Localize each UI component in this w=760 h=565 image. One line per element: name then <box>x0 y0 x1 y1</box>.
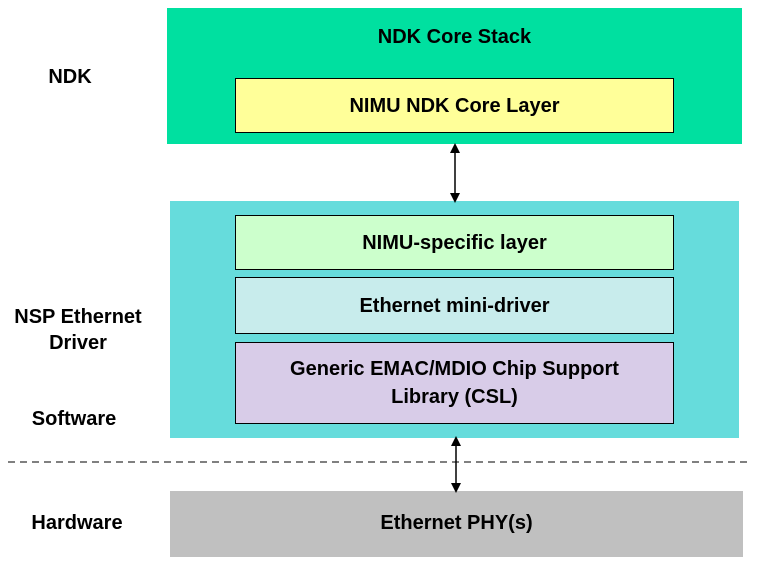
software-label: Software <box>31 408 117 430</box>
generic-emac-mdio-csl-box: Generic EMAC/MDIO Chip Support Library (… <box>235 342 674 424</box>
ethernet-phy-label: Ethernet PHY(s) <box>380 512 533 534</box>
ndk-core-stack-title: NDK Core Stack <box>377 26 532 48</box>
nimu-ndk-core-layer-box: NIMU NDK Core Layer <box>235 78 674 133</box>
ndk-label: NDK <box>48 66 92 88</box>
hardware-label: Hardware <box>31 512 123 534</box>
ethernet-mini-driver-box: Ethernet mini-driver <box>235 277 674 334</box>
ndk-core-stack-panel: NDK Core Stack NIMU NDK Core Layer <box>167 8 742 144</box>
nsp-ethernet-driver-label: NSP Ethernet Driver <box>14 306 142 354</box>
nsp-ethernet-driver-panel: NIMU-specific layer Ethernet mini-driver… <box>170 201 739 438</box>
nimu-specific-layer-box: NIMU-specific layer <box>235 215 674 270</box>
ethernet-phy-panel: Ethernet PHY(s) <box>170 491 743 557</box>
